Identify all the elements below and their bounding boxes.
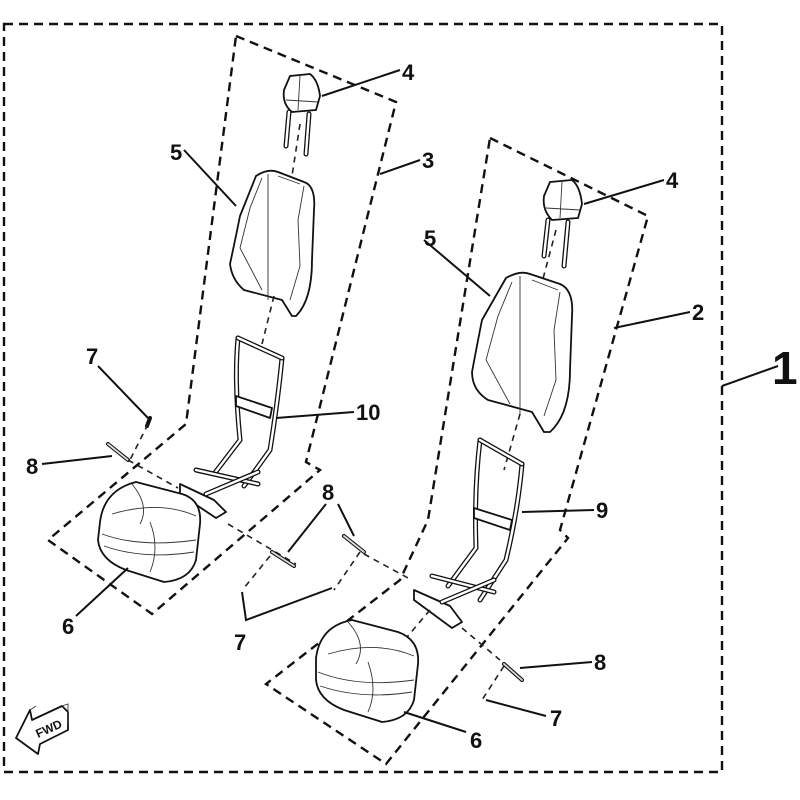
bolt-center-b	[342, 534, 366, 554]
cushion-right	[315, 619, 420, 723]
forward-direction-arrow: FWD	[15, 703, 69, 755]
assembly-boundary	[2, 22, 724, 774]
headrest-left	[282, 73, 321, 157]
callout-8-right: 8	[594, 650, 606, 675]
callout-5-left: 5	[170, 140, 182, 165]
headrest-right	[541, 179, 583, 269]
callout-1: 1	[772, 342, 798, 394]
callout-5-right: 5	[424, 226, 436, 251]
bolt-center-a	[270, 550, 296, 568]
bolt-right	[502, 662, 524, 682]
callout-7-left: 7	[86, 344, 98, 369]
callout-9: 9	[596, 498, 608, 523]
leader-lines	[41, 69, 779, 733]
callout-6-right: 6	[470, 728, 482, 753]
callout-7-center: 7	[234, 630, 246, 655]
callout-3: 3	[422, 148, 434, 173]
cushion-left	[97, 481, 202, 583]
callout-2: 2	[692, 300, 704, 325]
callout-10: 10	[356, 400, 380, 425]
right-seat-group-boundary	[263, 136, 650, 766]
callout-4-right: 4	[666, 168, 679, 193]
callout-6-left: 6	[62, 614, 74, 639]
callout-4-left: 4	[402, 60, 415, 85]
backrest-right	[471, 271, 574, 433]
bolt-left	[106, 442, 130, 462]
callout-8-left: 8	[26, 454, 38, 479]
backrest-left	[229, 169, 316, 317]
frame-right	[413, 437, 525, 629]
callout-7-right: 7	[550, 706, 562, 731]
frame-left	[179, 335, 285, 519]
callout-8-center: 8	[322, 480, 334, 505]
